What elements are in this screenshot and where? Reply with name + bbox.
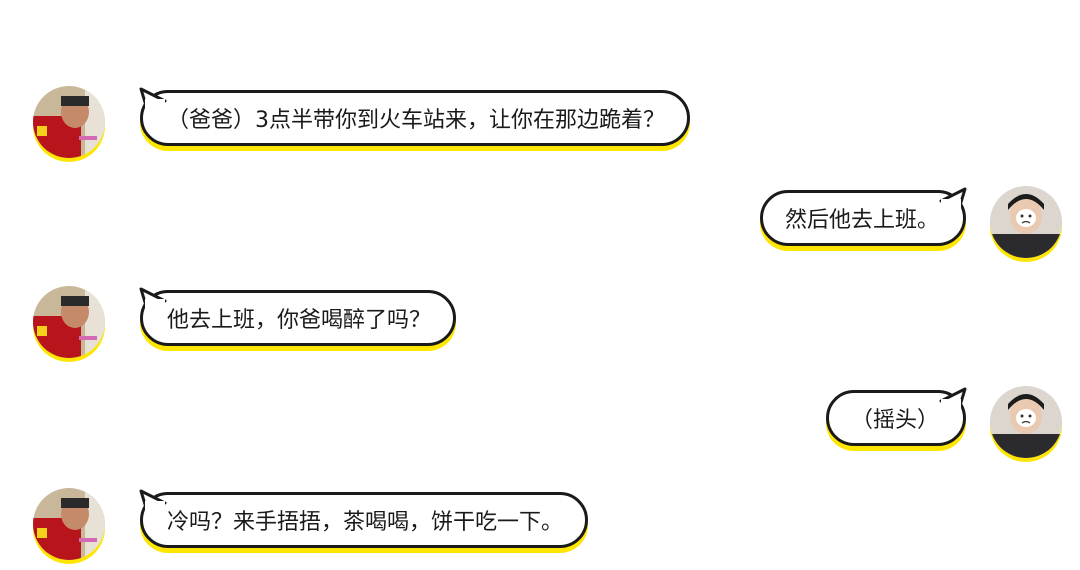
father-photo-icon xyxy=(33,488,105,560)
message-text: 然后他去上班。 xyxy=(784,208,939,233)
message-bubble: 他去上班，你爸喝醉了吗？ xyxy=(139,287,457,346)
avatar-child xyxy=(990,186,1062,258)
avatar-child xyxy=(990,386,1062,458)
bubble-tail xyxy=(139,87,167,113)
child-photo-icon xyxy=(990,386,1062,458)
message-bubble: （爸爸）3点半带你到火车站来，让你在那边跪着？ xyxy=(139,87,690,146)
child-photo-icon xyxy=(990,186,1062,258)
message-text: （摇头） xyxy=(850,408,939,433)
avatar-father xyxy=(33,286,105,358)
message-bubble: （摇头） xyxy=(825,387,967,446)
bubble-tail xyxy=(139,287,167,313)
message-bubble: 冷吗？来手捂捂，茶喝喝，饼干吃一下。 xyxy=(139,489,589,548)
message-text: 他去上班，你爸喝醉了吗？ xyxy=(167,308,432,333)
father-photo-icon xyxy=(33,286,105,358)
avatar-father xyxy=(33,86,105,158)
chat-row: 然后他去上班。 xyxy=(0,184,1080,264)
message-text: （爸爸）3点半带你到火车站来，让你在那边跪着？ xyxy=(167,108,665,133)
message-text: 冷吗？来手捂捂，茶喝喝，饼干吃一下。 xyxy=(167,510,564,535)
avatar-father xyxy=(33,488,105,560)
chat-row: 他去上班，你爸喝醉了吗？ xyxy=(0,284,1080,364)
message-bubble: 然后他去上班。 xyxy=(759,187,967,246)
bubble-tail xyxy=(939,187,967,213)
chat-row: （摇头） xyxy=(0,384,1080,464)
bubble-tail xyxy=(139,489,167,515)
chat-row: （爸爸）3点半带你到火车站来，让你在那边跪着？ xyxy=(0,84,1080,164)
father-photo-icon xyxy=(33,86,105,158)
chat-row: 冷吗？来手捂捂，茶喝喝，饼干吃一下。 xyxy=(0,486,1080,566)
bubble-tail xyxy=(939,387,967,413)
